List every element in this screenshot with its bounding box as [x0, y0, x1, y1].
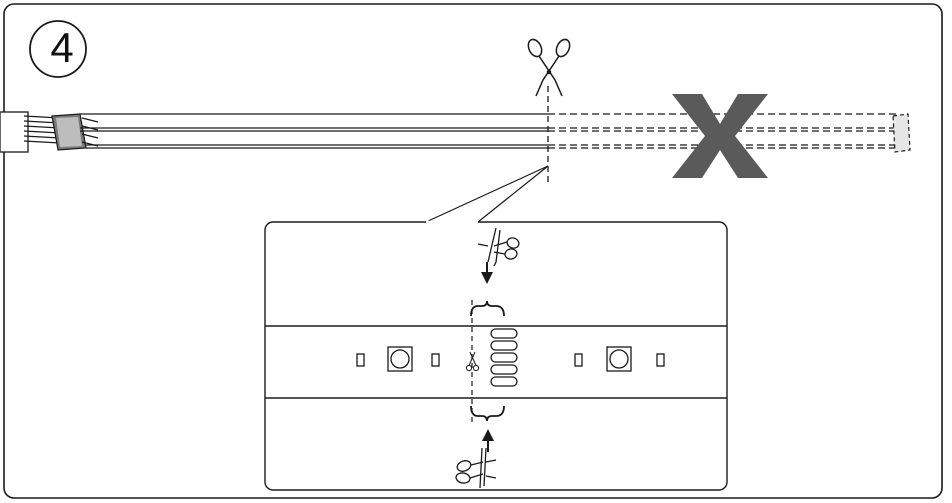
lower-scissors-icon — [455, 447, 497, 489]
detail-strip — [265, 325, 727, 399]
led-chip-icon — [387, 346, 632, 372]
led-strip-removed — [548, 113, 896, 149]
led-strip-kept — [80, 113, 548, 149]
strip-end-cap — [892, 113, 911, 153]
arrow-up-icon — [482, 429, 494, 452]
scissors-icon — [527, 38, 571, 97]
cross-mark-icon — [672, 94, 768, 178]
zoom-callout — [425, 165, 549, 223]
curly-brace-icon — [470, 300, 505, 422]
arrow-down-icon — [481, 262, 493, 284]
strip-connector — [0, 111, 99, 153]
upper-scissors-icon — [477, 227, 520, 267]
solder-pad-icon — [490, 328, 518, 387]
resistor-icon — [356, 353, 665, 367]
small-scissors-icon — [465, 351, 480, 372]
diagram-frame — [3, 3, 943, 499]
step-number-circle — [29, 20, 87, 78]
